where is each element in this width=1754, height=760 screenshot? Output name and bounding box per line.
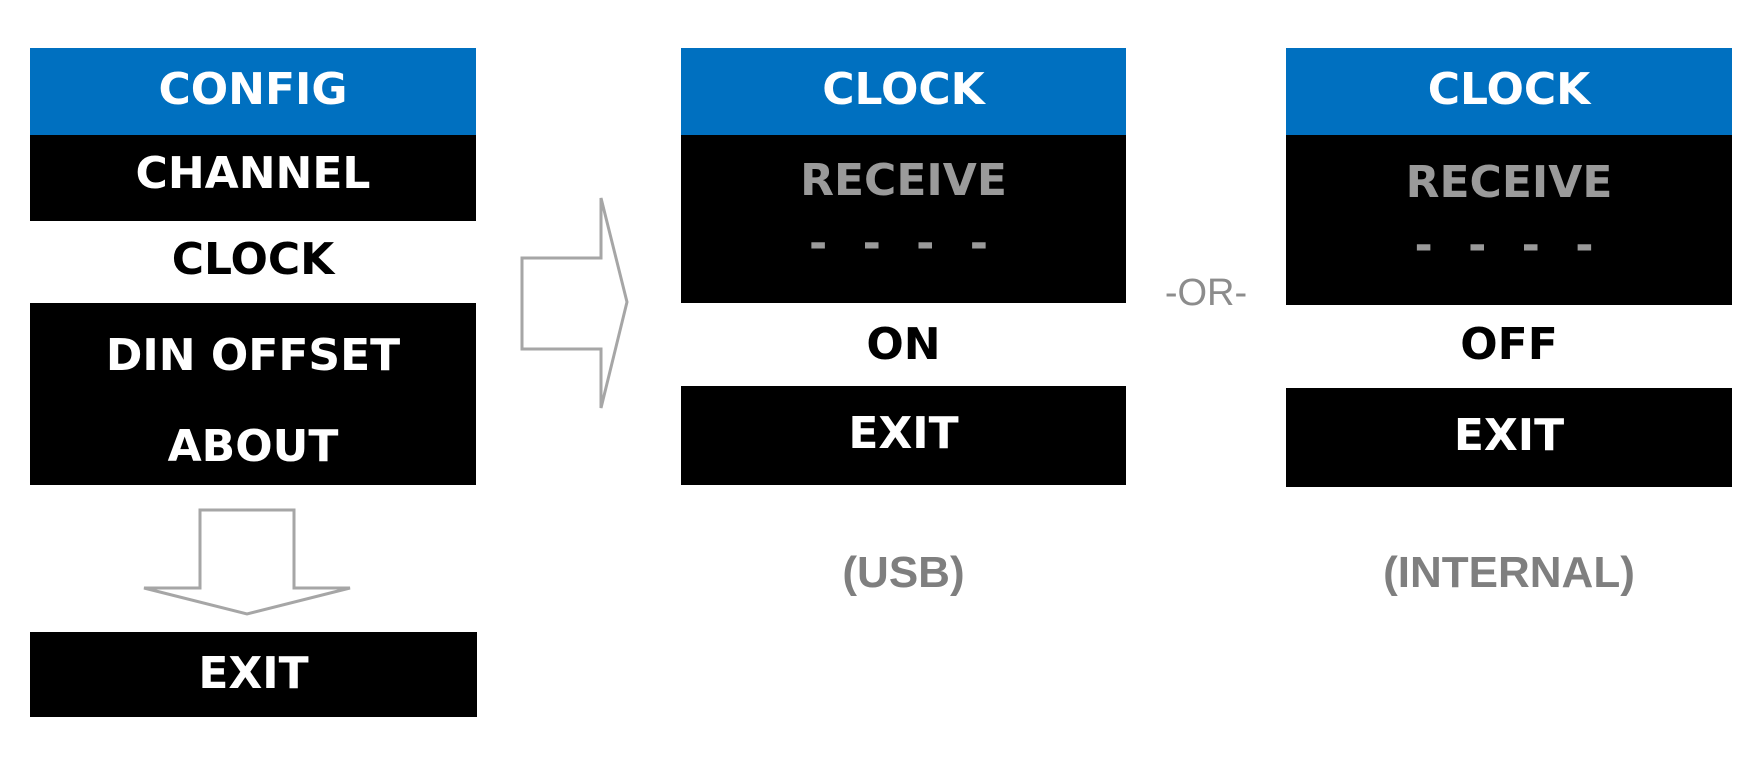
clock-title: CLOCK bbox=[822, 64, 985, 115]
config-title: CONFIG bbox=[158, 64, 348, 115]
menu-item-about[interactable]: ABOUT bbox=[30, 394, 476, 485]
right-arrow-icon bbox=[520, 197, 629, 409]
clock-header: CLOCK bbox=[1286, 48, 1732, 135]
clock-title: CLOCK bbox=[1427, 64, 1591, 115]
clock-state-option[interactable]: ON bbox=[681, 303, 1126, 386]
clock-caption: (INTERNAL) bbox=[1383, 548, 1635, 597]
clock-exit-button[interactable]: EXIT bbox=[681, 386, 1126, 485]
clock-exit-button[interactable]: EXIT bbox=[1286, 388, 1732, 487]
menu-item-label: CLOCK bbox=[171, 234, 335, 285]
exit-label: EXIT bbox=[848, 408, 959, 459]
menu-item-channel[interactable]: CHANNEL bbox=[30, 135, 476, 221]
menu-item-label: ABOUT bbox=[167, 421, 339, 472]
receive-label: RECEIVE bbox=[800, 155, 1007, 206]
menu-item-din-offset[interactable]: DIN OFFSET bbox=[30, 303, 476, 394]
clock-caption: (USB) bbox=[842, 548, 965, 597]
receive-value: - - - - bbox=[808, 218, 998, 269]
receive-panel: RECEIVE - - - - bbox=[681, 135, 1126, 303]
clock-state-option[interactable]: OFF bbox=[1286, 305, 1732, 388]
clock-state-label: OFF bbox=[1460, 319, 1558, 370]
exit-label: EXIT bbox=[198, 648, 309, 699]
clock-state-label: ON bbox=[866, 319, 941, 370]
menu-lower-block: DIN OFFSET ABOUT bbox=[30, 303, 476, 485]
menu-item-clock-selected[interactable]: CLOCK bbox=[30, 221, 476, 303]
or-separator: -OR- bbox=[1164, 272, 1248, 314]
config-header: CONFIG bbox=[30, 48, 476, 135]
menu-item-label: DIN OFFSET bbox=[105, 330, 401, 381]
clock-header: CLOCK bbox=[681, 48, 1126, 135]
menu-item-label: CHANNEL bbox=[135, 148, 371, 199]
receive-panel: RECEIVE - - - - bbox=[1286, 135, 1732, 305]
config-exit-button[interactable]: EXIT bbox=[30, 632, 477, 717]
receive-value: - - - - bbox=[1414, 220, 1604, 271]
receive-label: RECEIVE bbox=[1405, 157, 1613, 208]
exit-label: EXIT bbox=[1453, 410, 1565, 461]
down-arrow-icon bbox=[143, 508, 351, 616]
